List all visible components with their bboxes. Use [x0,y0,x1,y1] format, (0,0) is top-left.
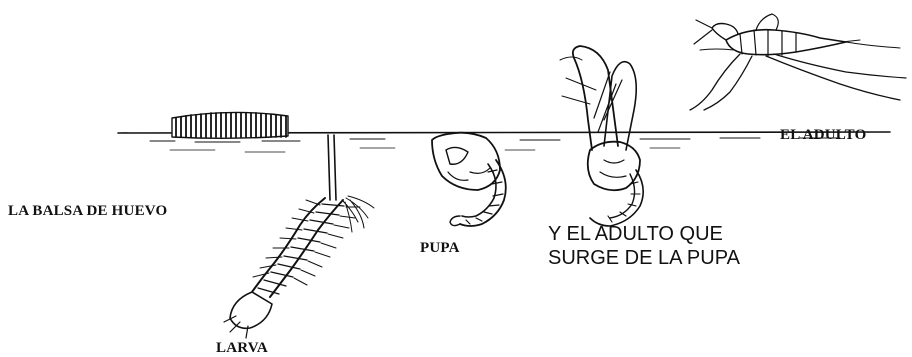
adult-mosquito [690,14,906,110]
egg-raft [172,112,288,138]
emerging-adult-label-line1: Y EL ADULTO QUE [548,222,740,246]
emerging-adult [560,46,643,226]
emerging-adult-label: Y EL ADULTO QUE SURGE DE LA PUPA [548,222,740,270]
pupa-label: PUPA [420,240,460,257]
pupa [432,133,506,226]
larva-label: LARVA [216,340,268,357]
larva [224,135,374,338]
adult-label: EL ADULTO [780,127,866,144]
emerging-adult-label-line2: SURGE DE LA PUPA [548,246,740,270]
egg-raft-label: LA BALSA DE HUEVO [8,203,167,220]
